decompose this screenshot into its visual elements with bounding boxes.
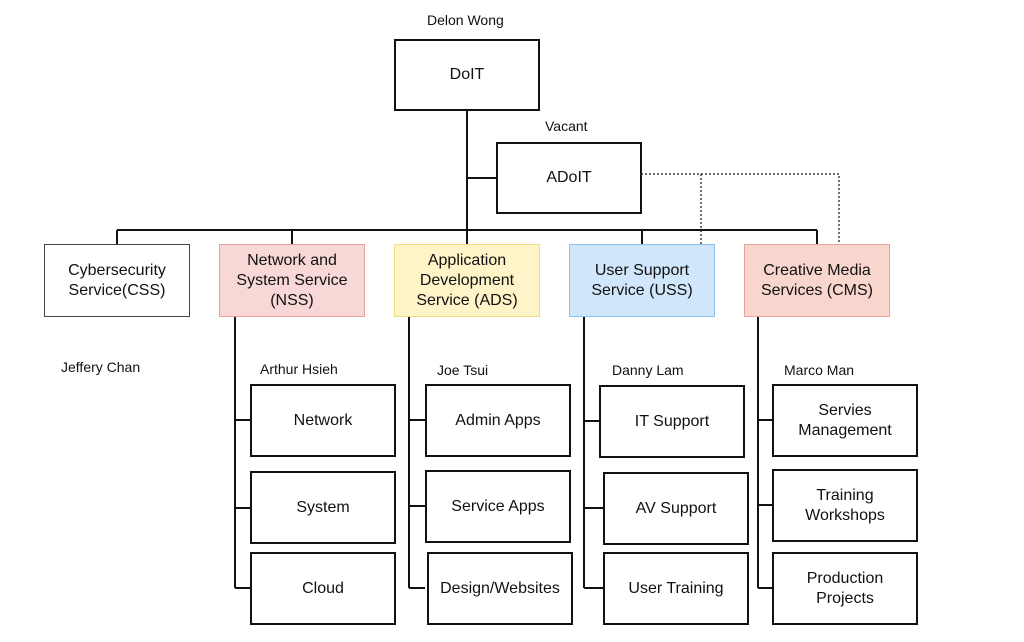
unit-label: Design/Websites [440, 579, 560, 597]
division-nss-title: Network and System Service (NSS) [236, 251, 348, 309]
unit-label: IT Support [634, 412, 710, 430]
unit-label: Production Projects [806, 569, 884, 607]
unit-servies-management-box: Servies Management [772, 384, 918, 457]
division-uss-box: User Support Service (USS) [569, 244, 715, 317]
adoit-box: ADoIT [496, 142, 642, 214]
unit-training-workshops-box: Training Workshops [772, 469, 918, 542]
division-ads-box: Application Development Service (ADS) [394, 244, 540, 317]
css-head-name: Jeffery Chan [61, 359, 141, 375]
unit-label: Servies Management [798, 401, 892, 439]
dotted-reporting-lines [641, 173, 840, 244]
deputy-name: Vacant [545, 118, 588, 134]
director-name: Delon Wong [427, 12, 504, 28]
unit-av-support-box: AV Support [603, 472, 749, 545]
unit-service-apps-box: Service Apps [425, 470, 571, 543]
unit-production-projects-box: Production Projects [772, 552, 918, 625]
unit-label: Network [293, 411, 353, 429]
division-uss-title: User Support Service (USS) [591, 261, 693, 299]
cms-head-name: Marco Man [784, 362, 855, 378]
nss-head-name: Arthur Hsieh [260, 361, 338, 377]
unit-label: Training Workshops [805, 486, 885, 524]
unit-admin-apps-box: Admin Apps [425, 384, 571, 457]
adoit-title: ADoIT [546, 169, 592, 186]
unit-network-box: Network [250, 384, 396, 457]
unit-system-box: System [250, 471, 396, 544]
division-ads-title: Application Development Service (ADS) [416, 251, 518, 309]
doit-box: DoIT [394, 39, 540, 111]
unit-label: System [296, 498, 350, 516]
unit-design-websites-box: Design/Websites [427, 552, 573, 625]
division-css-title: Cybersecurity Service(CSS) [68, 261, 166, 299]
unit-it-support-box: IT Support [599, 385, 745, 458]
ads-head-name: Joe Tsui [437, 362, 489, 378]
doit-title: DoIT [449, 66, 485, 83]
unit-cloud-box: Cloud [250, 552, 396, 625]
uss-head-name: Danny Lam [612, 362, 684, 378]
unit-label: Cloud [302, 579, 344, 597]
unit-label: Service Apps [451, 497, 545, 515]
unit-label: AV Support [635, 499, 717, 517]
unit-user-training-box: User Training [603, 552, 749, 625]
unit-label: Admin Apps [455, 411, 541, 429]
unit-label: User Training [628, 579, 724, 597]
division-cms-title: Creative Media Services (CMS) [760, 261, 873, 299]
division-css-box: Cybersecurity Service(CSS) [44, 244, 190, 317]
division-cms-box: Creative Media Services (CMS) [744, 244, 890, 317]
division-nss-box: Network and System Service (NSS) [219, 244, 365, 317]
